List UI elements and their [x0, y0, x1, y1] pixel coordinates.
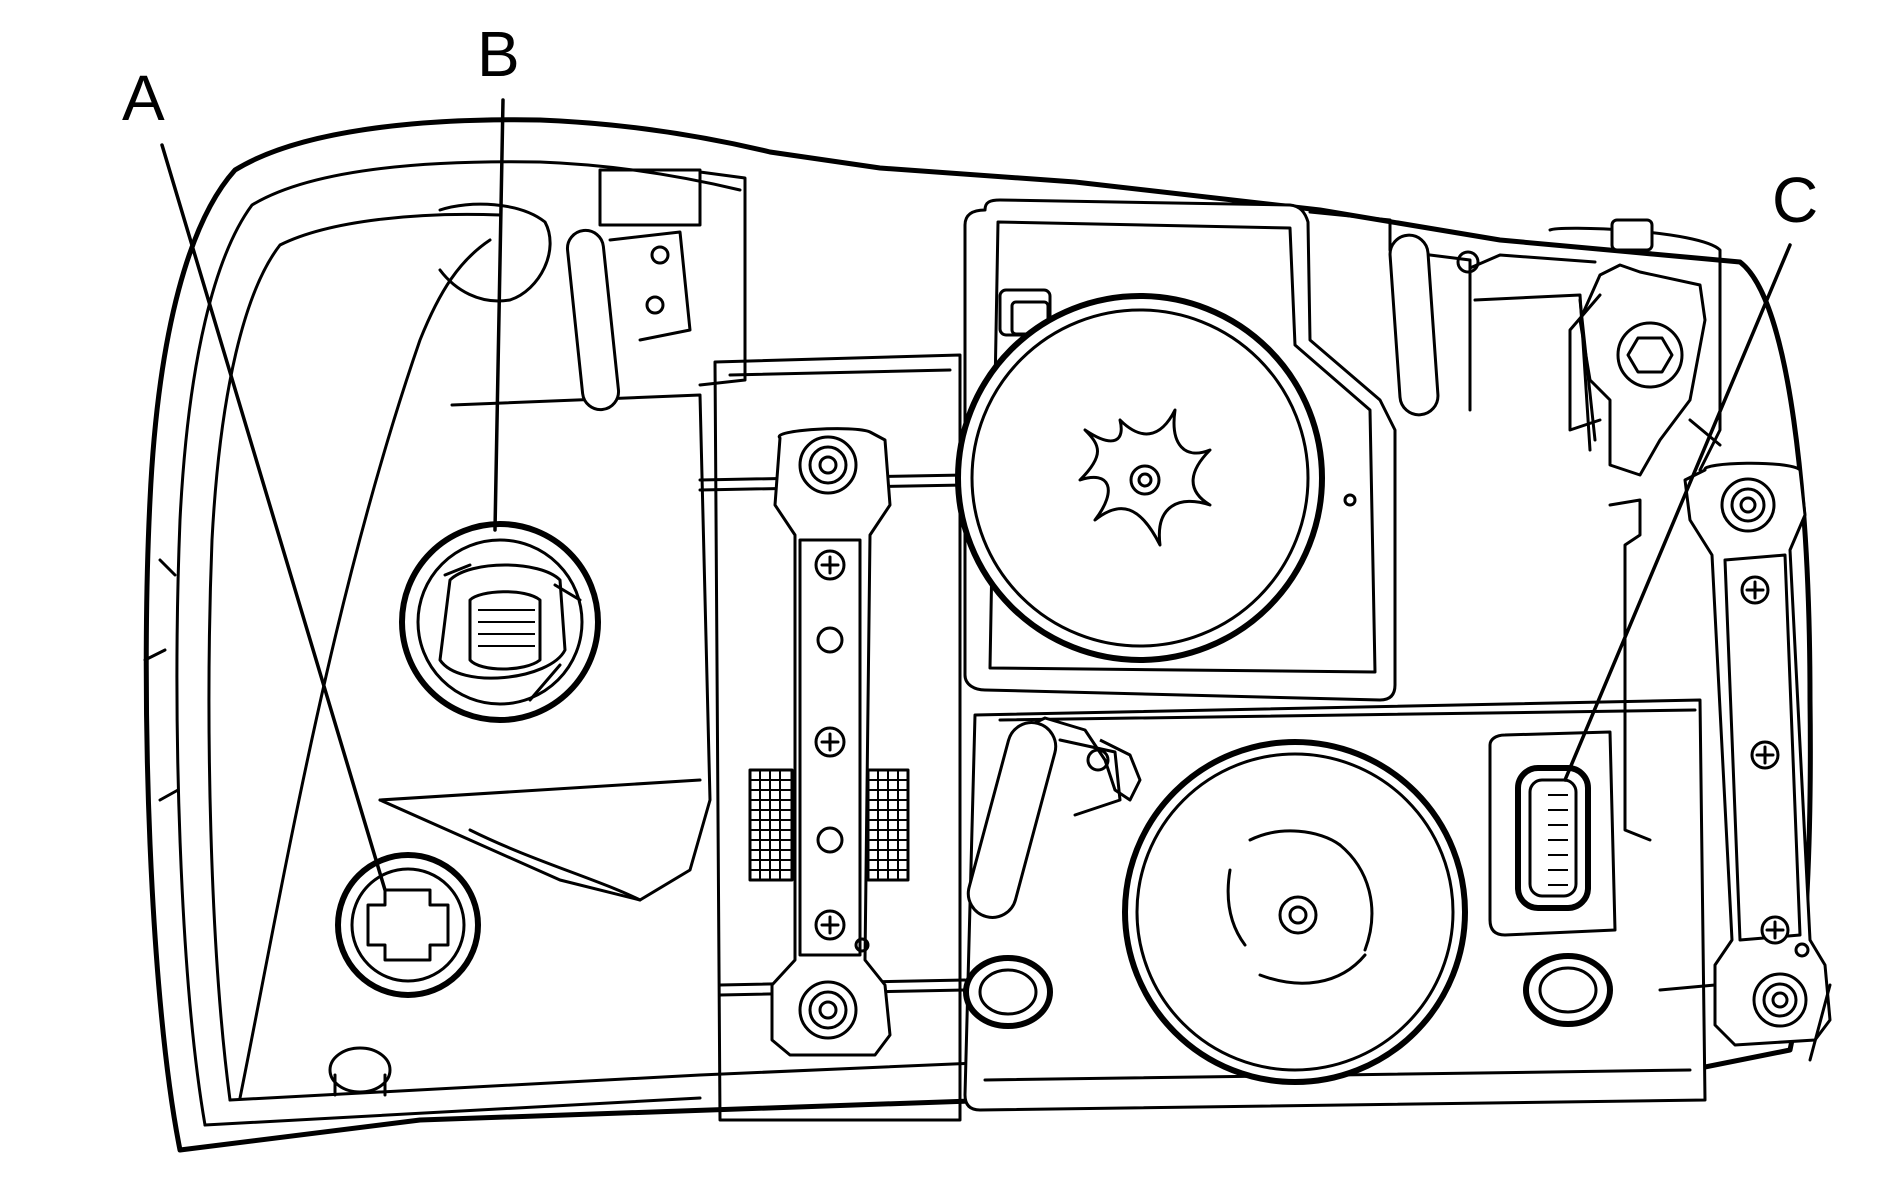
textured-grid-right — [866, 768, 910, 882]
adjuster-screw-icon — [1750, 740, 1780, 770]
leader-line-a — [160, 143, 387, 892]
low-beam-module — [963, 698, 1707, 1112]
callout-label-b: B — [477, 18, 520, 90]
high-beam-module — [955, 198, 1397, 702]
callout-leaders — [160, 98, 1792, 892]
upper-right-mounts — [1308, 210, 1722, 477]
left-adjuster-bracket — [770, 427, 892, 1057]
housing-boss — [328, 1046, 392, 1097]
bulb-socket-b — [399, 521, 601, 723]
right-adjuster-bracket — [1608, 461, 1832, 1062]
textured-grid-left — [748, 768, 794, 882]
adjuster-star-icon — [1078, 408, 1212, 547]
callout-label-a: A — [122, 62, 165, 134]
adjuster-screw-icon — [814, 726, 846, 758]
electrical-connector-c — [1488, 730, 1617, 937]
adjuster-screw-icon — [1740, 575, 1770, 605]
adjuster-screw-icon — [1760, 915, 1790, 945]
callout-label-c: C — [1772, 164, 1819, 236]
adjuster-screw-icon — [814, 549, 846, 581]
leader-line-b — [493, 98, 505, 532]
adjuster-screw-icon — [814, 909, 846, 941]
leader-line-c — [1563, 243, 1792, 782]
bulb-socket-a — [335, 852, 481, 998]
turn-signal-reflector-area — [378, 168, 747, 902]
